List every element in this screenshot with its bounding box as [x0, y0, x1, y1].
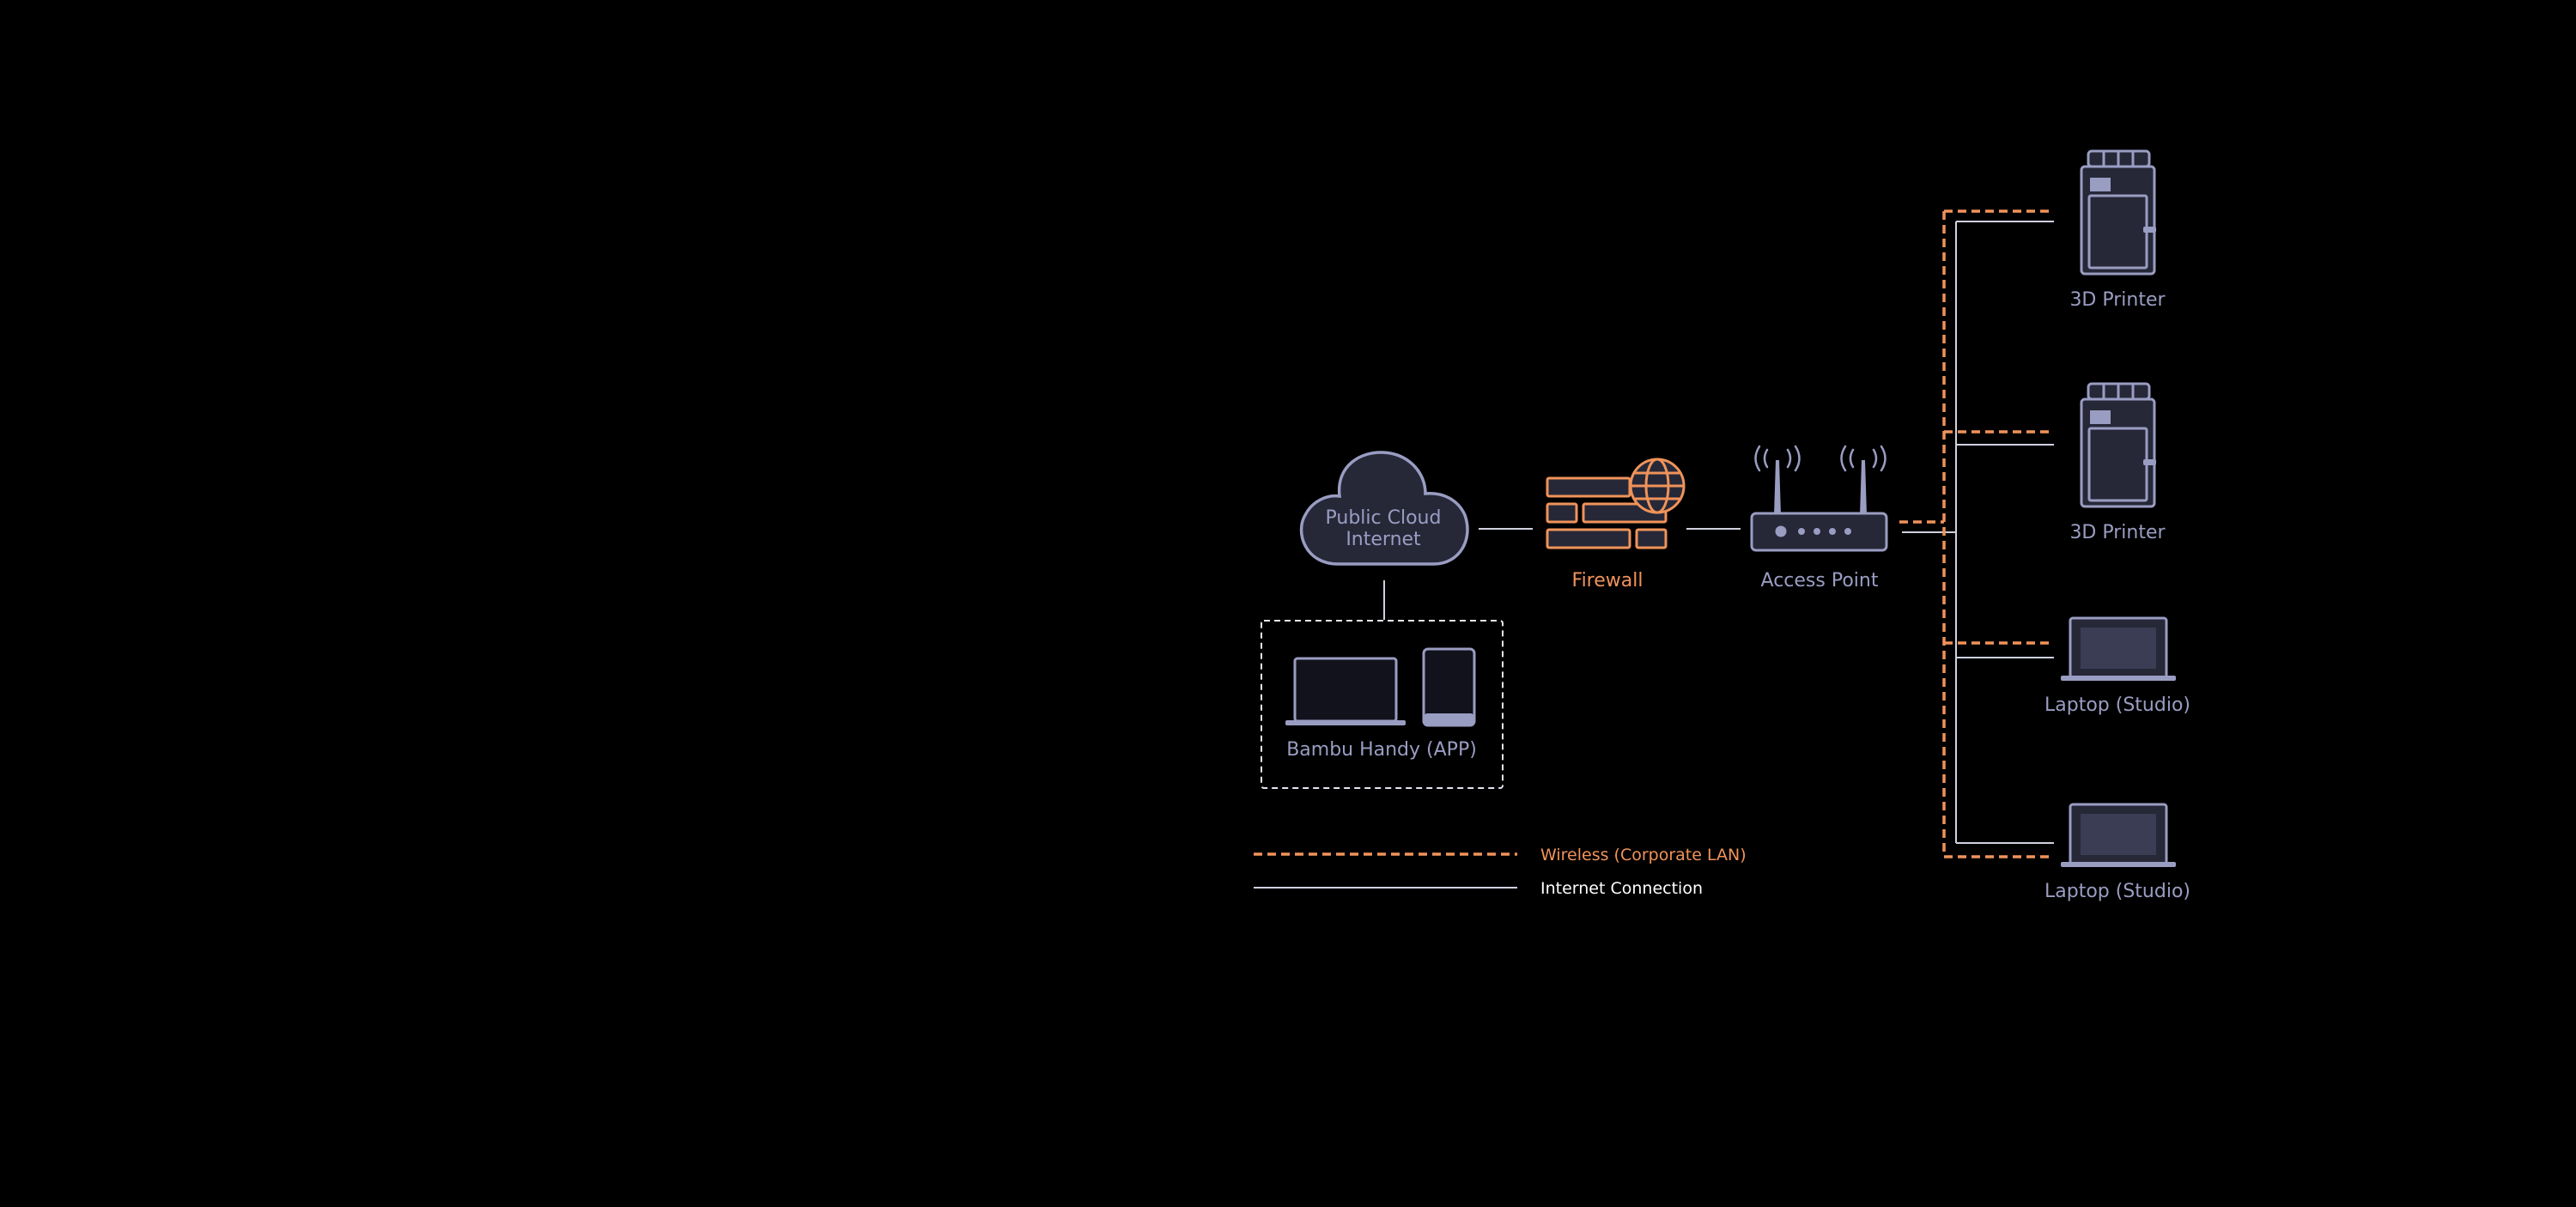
access-point-node: Access Point: [1750, 445, 1888, 591]
legend-internet-label: Internet Connection: [1540, 879, 1703, 898]
3d-printer-icon: [2080, 382, 2156, 508]
device-label: 3D Printer: [2069, 522, 2166, 543]
cloud-icon: [1299, 451, 1469, 566]
3d-printer-icon: [2080, 149, 2156, 276]
laptop-icon: [1285, 657, 1406, 725]
phone-icon: [1422, 647, 1476, 727]
device-label: 3D Printer: [2069, 289, 2166, 311]
wired-connections: [1383, 221, 2054, 844]
laptop-icon: [2061, 616, 2176, 681]
router-icon: [1750, 445, 1888, 552]
legend: Wireless (Corporate LAN) Internet Connec…: [1254, 846, 1747, 898]
cloud-label-line1: Public Cloud: [1326, 507, 1442, 529]
device-laptop-2: Laptop (Studio): [2044, 803, 2190, 902]
firewall-node: Firewall: [1546, 458, 1686, 591]
app-group: Bambu Handy (APP): [1261, 620, 1504, 789]
device-3d-printer-2: 3D Printer: [2069, 382, 2166, 543]
device-label: Laptop (Studio): [2044, 881, 2190, 902]
public-cloud-node: Public Cloud Internet: [1299, 451, 1469, 566]
access-point-label: Access Point: [1761, 570, 1879, 591]
globe-icon: [1629, 458, 1686, 514]
device-label: Laptop (Studio): [2044, 694, 2190, 716]
firewall-label: Firewall: [1572, 570, 1643, 591]
laptop-icon: [2061, 803, 2176, 867]
device-laptop-1: Laptop (Studio): [2044, 616, 2190, 716]
device-3d-printer-1: 3D Printer: [2069, 149, 2166, 311]
wireless-connections: [1899, 209, 2054, 858]
legend-wireless-label: Wireless (Corporate LAN): [1540, 846, 1747, 864]
app-group-label: Bambu Handy (APP): [1286, 739, 1477, 761]
cloud-label-line2: Internet: [1346, 529, 1421, 550]
app-group-boundary: [1261, 620, 1504, 789]
